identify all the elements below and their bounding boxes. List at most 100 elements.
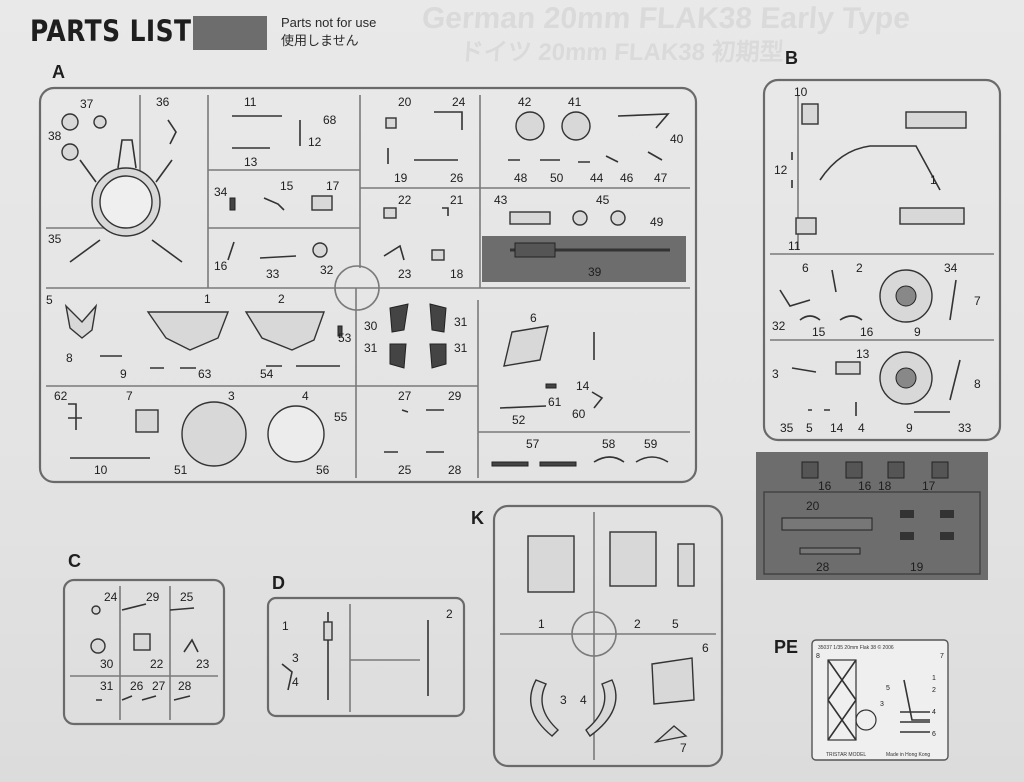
legend-line-en: Parts not for use	[281, 15, 377, 30]
part-3	[181, 401, 247, 467]
part-label: 53	[338, 331, 352, 345]
part-label: 23	[398, 267, 412, 281]
part-17	[311, 195, 333, 211]
unused-part-19	[900, 510, 914, 518]
part-label: 47	[654, 171, 668, 185]
part-label: 6	[530, 311, 537, 325]
part-label: 29	[448, 389, 462, 403]
pe-part-3	[855, 709, 877, 731]
part-label: 11	[788, 239, 801, 253]
part-label: 32	[320, 263, 334, 277]
part-36	[167, 119, 177, 145]
part-39-body	[514, 242, 556, 258]
part-label: 9	[906, 421, 913, 435]
pe-parts-4-6	[900, 711, 930, 733]
part-label: 1	[538, 617, 545, 631]
part-label: 6	[702, 641, 709, 655]
part-label: 58	[602, 437, 616, 451]
part-label: 2	[446, 607, 453, 621]
part-43	[509, 211, 551, 225]
sprue-b: 10 1 12 11 6 2 34 7 32 15 16 9 3 13 8 35…	[762, 78, 1002, 442]
part-label: 5	[886, 685, 890, 692]
sprue-k-gate-ring	[571, 611, 617, 657]
part-label: 25	[398, 463, 412, 477]
page-title: PARTS LIST	[30, 14, 192, 48]
part-k6	[651, 657, 695, 705]
part-label: 29	[146, 590, 160, 604]
part-18	[431, 249, 445, 261]
part-label: 12	[774, 163, 788, 177]
part-label: 10	[94, 463, 108, 477]
part-38b	[61, 143, 79, 161]
part-b2	[831, 269, 837, 293]
part-label: 2	[856, 261, 863, 275]
sprue-d: 1 2 3 4	[266, 596, 466, 718]
photo-etch-fret: 35037 1/35 20mm Flak 38 © 2006 TRISTAR M…	[811, 639, 949, 761]
part-40	[617, 113, 670, 129]
part-44-50-48-46-47	[508, 151, 663, 163]
part-label: 14	[576, 379, 590, 393]
part-label: 10	[794, 85, 808, 99]
part-31b	[389, 343, 407, 369]
part-1	[146, 311, 230, 351]
part-label: 13	[856, 347, 870, 361]
part-b1-frame	[819, 145, 941, 191]
part-label: 33	[958, 421, 972, 435]
sprue-letter-a: A	[52, 62, 65, 82]
part-24	[434, 111, 463, 130]
part-label: 9	[914, 325, 921, 339]
part-32	[312, 242, 328, 258]
pe-footer-right: Made in Hong Kong	[886, 752, 930, 758]
unused-part-39	[482, 236, 686, 282]
part-label: 28	[448, 463, 462, 477]
part-label: 5	[46, 293, 53, 307]
part-label: 31	[454, 315, 468, 329]
part-label: 26	[450, 171, 464, 185]
part-k1	[527, 535, 575, 593]
part-label: 28	[816, 560, 830, 574]
sprue-a: 37 36 38 35 11 68 12 13 34 15 17 16 33 3…	[38, 86, 698, 484]
unused-part-19	[900, 532, 914, 540]
part-label: 1	[282, 619, 289, 633]
part-label: 2	[634, 617, 641, 631]
part-label: 63	[198, 367, 212, 381]
part-label: 11	[244, 95, 257, 109]
part-label: 4	[858, 421, 865, 435]
part-label: 7	[940, 653, 944, 660]
unused-part-28	[799, 547, 861, 555]
part-label: 50	[550, 171, 564, 185]
part-57	[491, 461, 577, 467]
part-b9-hub-2	[895, 367, 917, 389]
sprue-letter-pe: PE	[774, 637, 799, 657]
sprue-k-frame	[492, 504, 724, 768]
part-label: 2	[278, 292, 285, 306]
part-33-16	[227, 241, 297, 261]
part-label: 6	[932, 731, 936, 738]
unused-part	[931, 461, 949, 479]
unused-part-20	[781, 517, 873, 531]
part-label: 36	[156, 95, 170, 109]
pe-footer-left: TRISTAR MODEL	[826, 752, 866, 758]
part-b32-b3	[779, 289, 817, 373]
part-label: 3	[772, 367, 779, 381]
part-label: 27	[152, 679, 166, 693]
part-c30	[90, 638, 106, 654]
part-label: 35	[780, 421, 794, 435]
unused-parts-swatch	[193, 16, 267, 50]
part-15	[263, 197, 285, 211]
part-31c	[429, 343, 447, 369]
part-53	[337, 325, 343, 337]
part-label: 3	[292, 651, 299, 665]
sprue-c-frame	[62, 578, 226, 726]
part-c25	[169, 607, 195, 611]
part-label: 18	[878, 479, 892, 493]
part-label: 20	[398, 95, 412, 109]
part-label: 26	[130, 679, 144, 693]
part-45b	[610, 210, 626, 226]
sprue-k: 1 2 5 6 3 4 7	[492, 504, 724, 768]
part-label: 7	[126, 389, 133, 403]
part-5	[64, 303, 98, 339]
part-label: 3	[228, 389, 235, 403]
part-label: 6	[802, 261, 809, 275]
pe-part-8-bracing	[827, 659, 857, 741]
